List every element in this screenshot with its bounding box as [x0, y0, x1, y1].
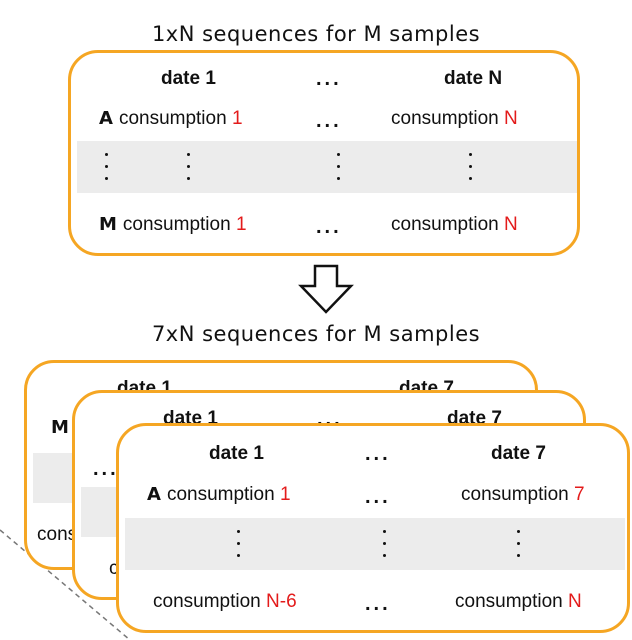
caption-7xN: 7xN sequences for M samples: [151, 322, 481, 346]
down-arrow-icon: [298, 264, 354, 314]
front-row-a-last: consumption 7: [461, 485, 585, 504]
vertical-ellipsis: [105, 153, 109, 181]
front-header-date-7: date 7: [491, 443, 546, 464]
sample-a-label: A: [147, 484, 161, 505]
consumption-label: consumption: [455, 591, 563, 612]
consumption-label: consumption: [118, 108, 227, 129]
top-header-dots: ...: [316, 68, 342, 90]
consumption-label: consumption: [122, 214, 231, 235]
consumption-label: consumption: [391, 214, 499, 235]
index-last: N: [504, 108, 518, 129]
consumption-label: consumption: [153, 591, 261, 612]
index-first: 1: [279, 484, 291, 505]
index-first: 1: [235, 214, 247, 235]
index-week: 7: [574, 484, 585, 505]
sample-m-label: M: [99, 214, 117, 235]
index-n: N: [568, 591, 582, 612]
consumption-label: consumption: [391, 108, 499, 129]
vertical-ellipsis: [187, 153, 191, 181]
sample-a-label: A: [99, 108, 113, 129]
caption-1xN: 1xN sequences for M samples: [151, 22, 481, 46]
consumption-label: consumption: [166, 484, 275, 505]
top-row-a-last: consumption N: [391, 109, 518, 128]
front-header-dots: ...: [365, 443, 391, 465]
cropped-figure-title: [0, 0, 632, 13]
index-last: N: [504, 214, 518, 235]
vertical-ellipsis: [469, 153, 473, 181]
ellipsis-band: [77, 141, 577, 193]
front-row-bottom-first: consumption N-6: [153, 592, 297, 611]
ellipsis-band: [125, 518, 625, 570]
dashed-guide-line: [0, 529, 131, 640]
top-header-date-1: date 1: [161, 68, 216, 89]
front-row-bottom-dots: ...: [365, 593, 391, 615]
row-m-dots: ...: [316, 216, 342, 238]
stack-mid-dots-left: ...: [93, 458, 119, 480]
front-row-bottom-last: consumption N: [455, 592, 582, 611]
sample-m-label: M: [51, 417, 69, 438]
index-first: 1: [231, 108, 243, 129]
front-header-date-1: date 1: [209, 443, 264, 464]
top-row-m-last: consumption N: [391, 215, 518, 234]
top-header-date-n: date N: [444, 68, 503, 89]
row-a-dots: ...: [316, 110, 342, 132]
index-n-minus-6: N-6: [266, 591, 297, 612]
consumption-label: consumption: [461, 484, 569, 505]
vertical-ellipsis: [237, 530, 241, 558]
front-row-a-dots: ...: [365, 486, 391, 508]
vertical-ellipsis: [383, 530, 387, 558]
vertical-ellipsis: [517, 530, 521, 558]
vertical-ellipsis: [337, 153, 341, 181]
